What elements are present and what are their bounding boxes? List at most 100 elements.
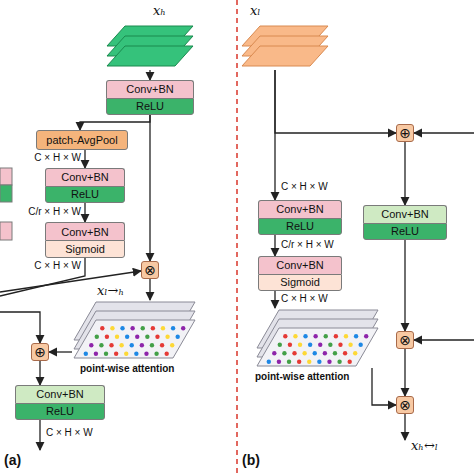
dimension-label: C/r × H × W (28, 206, 81, 218)
attention-dot (278, 343, 282, 347)
attention-dot (302, 351, 306, 355)
layer-name: Conv+BN (106, 80, 194, 98)
layer-name: Conv+BN (258, 200, 342, 218)
feature-stack: xₕ (105, 22, 195, 70)
add-op: ⊕ (31, 343, 49, 361)
attention-dot (104, 352, 108, 356)
connector-arrow (275, 70, 396, 133)
attention-dot (119, 343, 123, 347)
attention-dot (267, 360, 271, 364)
attention-dot (318, 343, 322, 347)
attention-dot (135, 335, 139, 339)
attention-dot (154, 352, 158, 356)
attention-picture (255, 308, 380, 368)
cropped-box (0, 222, 12, 240)
attention-picture (72, 300, 197, 360)
attention-dot (328, 343, 332, 347)
attention-dot (95, 335, 99, 339)
connector-arrow (149, 115, 150, 261)
attention-dot (164, 352, 168, 356)
attention-dot (99, 343, 103, 347)
operator-symbol: ⊗ (397, 397, 413, 413)
cropped-box (0, 168, 12, 185)
attention-dot (151, 326, 155, 330)
attention-layer (74, 320, 195, 358)
output-wire (404, 414, 405, 440)
attention-dot (89, 343, 93, 347)
caption-text: point-wise attention (80, 363, 174, 375)
attention-dot (109, 343, 113, 347)
attention-dot (364, 334, 368, 338)
attention-dot (130, 343, 134, 347)
attention-dot (324, 334, 328, 338)
attention-dot (145, 335, 149, 339)
connector-arrow (404, 349, 405, 396)
attention-dot (100, 326, 104, 330)
attention-dot (130, 326, 134, 330)
multiply-op: ⊗ (141, 261, 159, 279)
connector-arrow (49, 351, 72, 352)
attention-dot (297, 360, 301, 364)
connector-arrow (404, 142, 405, 205)
connector-arrow (274, 235, 275, 256)
operator-symbol: ⊗ (397, 332, 413, 348)
attention-dot (124, 352, 128, 356)
activation-name: ReLU (15, 403, 105, 421)
attention-dot (337, 360, 341, 364)
multiply-op: ⊗ (396, 396, 414, 414)
connector-arrow (149, 279, 150, 300)
attention-dot (170, 343, 174, 347)
variable-name: xₕ↔ₗ (411, 438, 438, 453)
activation-name: ReLU (258, 218, 342, 236)
attention-layer (257, 328, 378, 366)
conv-block: Conv+BNReLU (258, 200, 342, 235)
conv-block: Conv+BNSigmoid (45, 222, 125, 258)
connector-arrow (84, 203, 85, 222)
attention-dot (134, 352, 138, 356)
dimension-label: C × H × W (281, 181, 328, 193)
add-op: ⊕ (396, 124, 414, 142)
attention-dot (354, 334, 358, 338)
conv-block: Conv+BNReLU (45, 168, 125, 203)
dimension-label: C × H × W (34, 152, 81, 164)
panel-label: (b) (242, 452, 260, 468)
attention-dot (161, 326, 165, 330)
attention-dot (334, 334, 338, 338)
input-wire (414, 339, 474, 340)
output-wire (39, 420, 40, 450)
attention-dot (358, 343, 362, 347)
operator-symbol: ⊗ (142, 262, 158, 278)
activation-name: ReLU (45, 186, 125, 204)
feature-layer (107, 46, 193, 66)
operator-symbol: ⊕ (32, 344, 48, 360)
attention-dot (298, 343, 302, 347)
attention-dot (150, 343, 154, 347)
connector-arrow (404, 240, 405, 331)
layer-name: Conv+BN (258, 256, 342, 274)
attention-dot (277, 360, 281, 364)
feature-layer (242, 46, 328, 66)
attention-dot (94, 352, 98, 356)
multiply-op: ⊗ (396, 331, 414, 349)
attention-dot (292, 351, 296, 355)
attention-dot (84, 352, 88, 356)
variable-name: xₕ (153, 3, 166, 18)
connector-arrow (149, 70, 150, 80)
connector-arrow (274, 291, 275, 308)
operator-symbol: ⊕ (397, 125, 413, 141)
conv-block: Conv+BNReLU (15, 385, 105, 420)
attention-map: point-wise attention (255, 308, 380, 368)
feature-stack-picture (240, 22, 330, 70)
attention-dot (303, 334, 307, 338)
attention-dot (115, 335, 119, 339)
feature-stack-picture (105, 22, 195, 70)
attention-dot (307, 360, 311, 364)
attention-dot (344, 334, 348, 338)
connector-arrow (372, 368, 396, 405)
attention-dot (140, 343, 144, 347)
attention-dot (141, 326, 145, 330)
attention-dot (293, 334, 297, 338)
connector-arrow (39, 361, 40, 385)
layer-name: Conv+BN (45, 168, 125, 186)
